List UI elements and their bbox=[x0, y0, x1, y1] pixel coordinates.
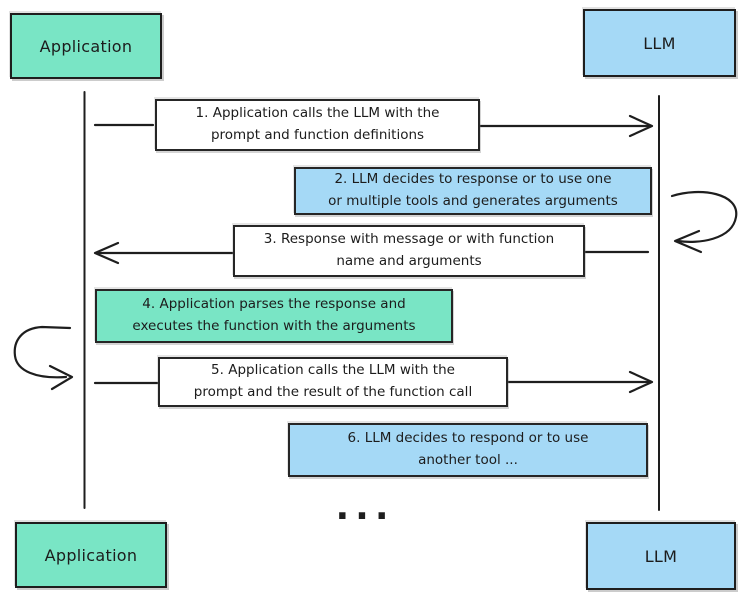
message-line: prompt and function definitions bbox=[210, 127, 425, 143]
actor-llm-top: LLM bbox=[583, 9, 736, 77]
self-loop-llm-icon bbox=[670, 190, 738, 254]
continuation-ellipsis: ... bbox=[335, 487, 395, 528]
message-line: name and arguments bbox=[336, 253, 482, 269]
message-step-1: 1. Application calls the LLM with the pr… bbox=[155, 99, 480, 151]
actor-application-bottom: Application bbox=[15, 522, 167, 588]
message-step-5: 5. Application calls the LLM with the pr… bbox=[158, 357, 508, 407]
actor-llm-bottom: LLM bbox=[586, 522, 736, 590]
message-line: 4. Application parses the response and bbox=[142, 296, 406, 313]
message-line: another tool ... bbox=[418, 452, 518, 468]
message-line: or multiple tools and generates argument… bbox=[328, 193, 618, 209]
actor-application-top: Application bbox=[10, 13, 162, 79]
actor-label: Application bbox=[44, 545, 138, 565]
message-step-2: 2. LLM decides to response or to use one… bbox=[294, 167, 652, 215]
message-step-3: 3. Response with message or with functio… bbox=[233, 225, 585, 277]
message-line: 3. Response with message or with functio… bbox=[263, 231, 555, 248]
self-loop-application-icon bbox=[13, 325, 74, 391]
message-step-4: 4. Application parses the response and e… bbox=[95, 289, 453, 343]
arrowhead-left-icon bbox=[673, 229, 703, 254]
arrowhead-left-icon bbox=[93, 241, 120, 265]
message-line: executes the function with the arguments bbox=[132, 318, 416, 334]
message-line: prompt and the result of the function ca… bbox=[193, 384, 473, 400]
arrowhead-right-icon bbox=[628, 114, 654, 138]
message-line: 1. Application calls the LLM with the bbox=[195, 105, 440, 122]
message-line: 6. LLM decides to respond or to use bbox=[347, 430, 589, 447]
arrowhead-right-icon bbox=[628, 370, 654, 394]
message-line: 2. LLM decides to response or to use one bbox=[334, 171, 612, 188]
actor-label: LLM bbox=[644, 546, 678, 566]
message-line: 5. Application calls the LLM with the bbox=[211, 362, 455, 379]
arrowhead-right-icon bbox=[48, 364, 74, 391]
message-step-6: 6. LLM decides to respond or to use anot… bbox=[288, 423, 648, 477]
actor-label: Application bbox=[39, 36, 133, 56]
actor-label: LLM bbox=[643, 33, 676, 53]
